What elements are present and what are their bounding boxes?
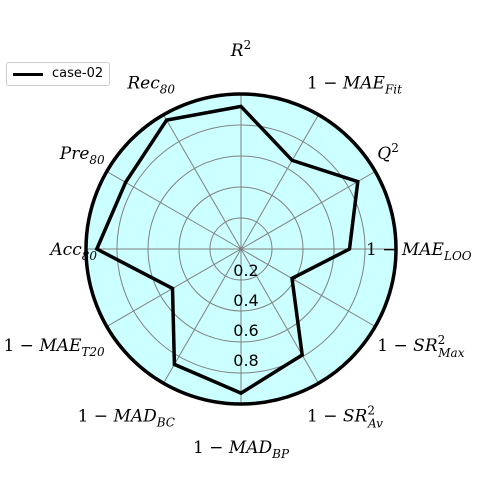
grid-spoke-6 [240,248,319,384]
grid-spoke-2 [240,114,319,250]
radial-tick-label: 0.6 [233,321,258,340]
axis-label-10: Acc80 [48,240,97,263]
grid-spoke-3 [240,171,376,250]
axis-label-4: 1 − MAELOO [366,240,472,263]
axis-label-2: 1 − MAEFit [307,74,402,97]
radial-tick-label: 0.8 [233,351,258,370]
legend: case-02 [6,62,110,86]
legend-swatch-case-02 [13,73,43,76]
grid-spoke-5 [240,248,376,327]
grid-spoke-8 [163,248,242,384]
axis-label-3: Q2 [377,141,399,164]
axis-label-9: 1 − MAET20 [3,336,105,359]
legend-label-case-02: case-02 [52,66,104,81]
axis-label-8: 1 − MADBC [78,406,175,429]
radial-tick-label: 0.2 [233,261,258,280]
outer-spine [84,92,398,406]
axis-label-1: R2 [230,38,251,61]
grid-spoke-12 [163,114,242,250]
grid-spoke-11 [106,171,242,250]
axis-label-11: Pre80 [59,144,105,167]
axis-label-7: 1 − MADBP [193,438,290,461]
axis-label-12: Rec80 [126,74,175,97]
radial-tick-label: 0.4 [233,291,258,310]
